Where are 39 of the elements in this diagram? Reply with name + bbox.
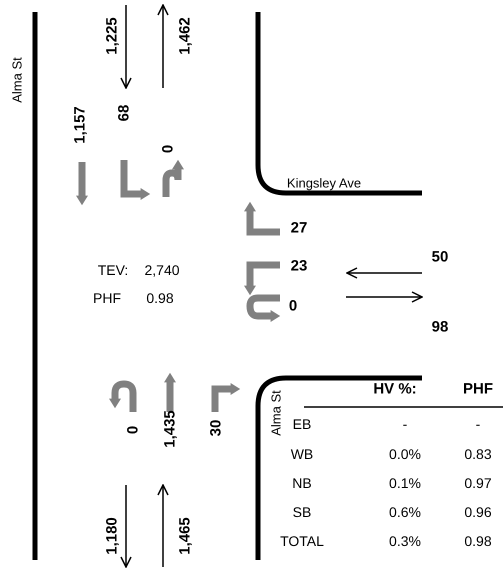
table-cell: NB [292, 476, 312, 490]
volume-count: 23 [290, 258, 308, 274]
table-cell: 0.98 [464, 534, 492, 548]
table-cell: 0.3% [389, 534, 421, 548]
table-cell: EB [292, 417, 312, 431]
summary-value: 0.98 [146, 291, 174, 305]
table-cell: 0.0% [389, 447, 421, 461]
volume-count: 68 [116, 104, 132, 122]
street-name: Alma St [270, 390, 282, 436]
table-cell: SB [292, 505, 312, 519]
table-cell: - [476, 417, 480, 431]
volume-count: 0 [288, 298, 298, 314]
volume-count: 98 [432, 320, 448, 334]
table-header: HV %: [373, 382, 417, 396]
table-header: PHF [463, 382, 493, 396]
table-cell: - [402, 417, 408, 431]
table-cell: 0.6% [389, 505, 421, 519]
volume-count: 1,462 [178, 17, 192, 55]
volume-count: 0 [160, 144, 176, 154]
table-cell: 0.97 [464, 476, 492, 490]
volume-count: 1,225 [104, 17, 120, 55]
table-cell: WB [290, 447, 314, 461]
volume-count: 50 [432, 250, 448, 264]
volume-count: 30 [208, 420, 224, 436]
street-name: Alma St [10, 57, 24, 103]
table-cell: 0.83 [464, 447, 492, 461]
summary-label: TEV: [98, 263, 128, 277]
summary-value: 2,740 [144, 263, 180, 277]
volume-count: 27 [290, 220, 308, 236]
volume-count: 1,435 [162, 410, 178, 448]
summary-label: PHF [93, 291, 121, 305]
volume-count: 1,465 [178, 517, 192, 555]
volume-count: 1,157 [72, 106, 88, 144]
street-name: Kingsley Ave [286, 176, 362, 190]
volume-count: 0 [126, 426, 140, 434]
table-cell: TOTAL [280, 534, 324, 548]
volume-count: 1,180 [104, 517, 120, 555]
table-cell: 0.1% [389, 476, 421, 490]
table-cell: 0.96 [464, 505, 492, 519]
